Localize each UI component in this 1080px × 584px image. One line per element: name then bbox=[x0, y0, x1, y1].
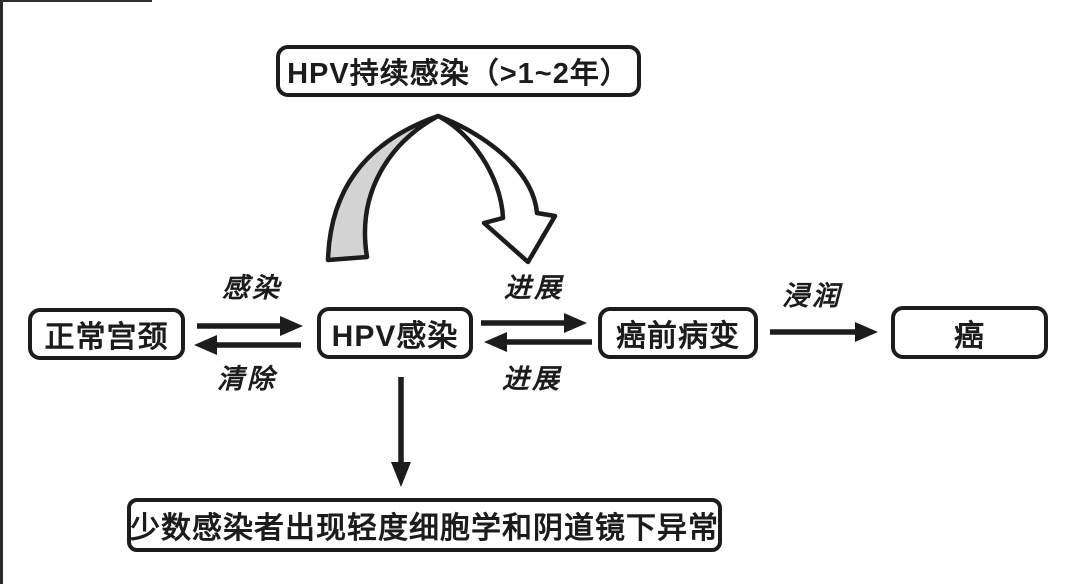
left-edge-line bbox=[0, 0, 3, 584]
node-hpv-infection: HPV感染 bbox=[317, 307, 473, 359]
invade-arrow-icon bbox=[770, 322, 878, 342]
node-normal-cervix: 正常宫颈 bbox=[28, 308, 185, 360]
clear-arrow-icon bbox=[194, 335, 301, 355]
return-arch-band bbox=[325, 113, 441, 263]
node-note-mild-abnormality: 少数感染者出现轻度细胞学和阴道镜下异常 bbox=[127, 498, 722, 552]
node-persistent-infection: HPV持续感染（>1~2年） bbox=[276, 45, 641, 97]
node-precancerous-lesion: 癌前病变 bbox=[598, 307, 758, 359]
edge-label-progress-lower: 进展 bbox=[502, 364, 562, 394]
progress-forward-arrow-icon bbox=[481, 313, 587, 333]
infect-arrow-icon bbox=[197, 316, 303, 336]
progress-back-arrow-icon bbox=[484, 332, 592, 352]
edge-label-invade: 浸润 bbox=[782, 281, 842, 311]
note-down-arrow-icon bbox=[391, 377, 411, 487]
edge-label-clear: 清除 bbox=[217, 364, 277, 394]
node-cancer: 癌 bbox=[891, 306, 1048, 359]
top-edge-line bbox=[0, 0, 152, 2]
return-arch-arrow-icon bbox=[435, 113, 558, 265]
edge-label-infect: 感染 bbox=[222, 273, 282, 303]
edge-label-progress-upper: 进展 bbox=[504, 273, 564, 303]
